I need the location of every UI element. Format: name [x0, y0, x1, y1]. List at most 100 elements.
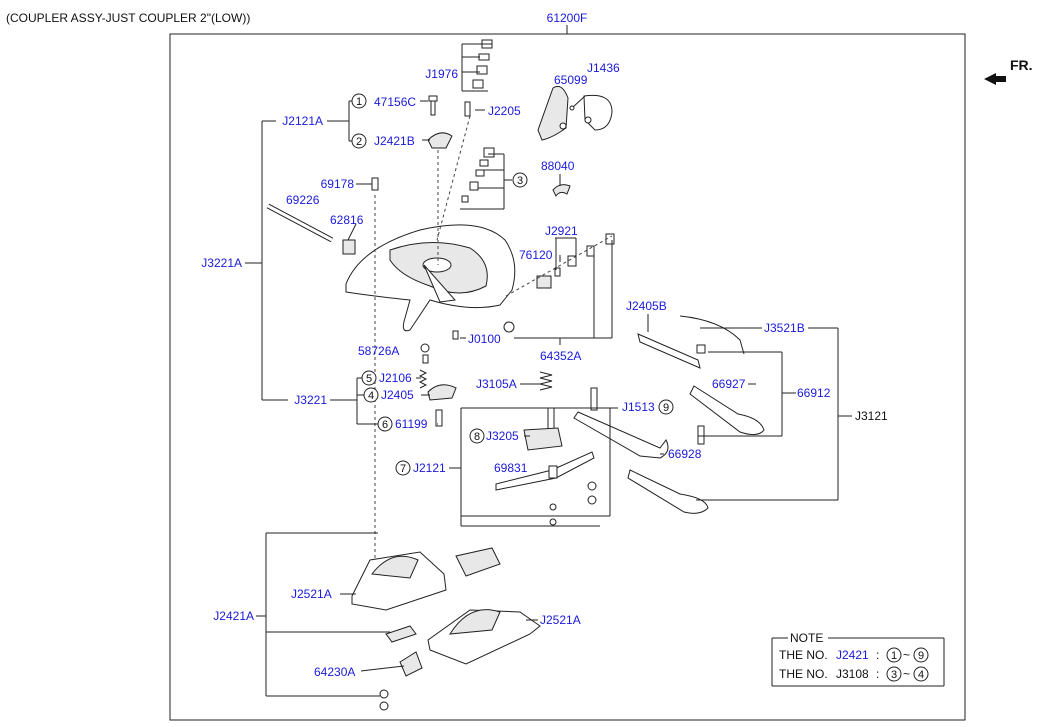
- part-61200F[interactable]: 61200F: [547, 11, 588, 25]
- bolt-j1513: [590, 387, 598, 411]
- cover-plate: [537, 85, 613, 141]
- bolt-stack-3: [460, 147, 512, 210]
- svg-text:2: 2: [356, 136, 362, 148]
- note-row1-to: 9: [918, 650, 924, 662]
- note-row2-to: 4: [918, 669, 924, 681]
- part-58726a[interactable]: 58726A: [358, 344, 399, 358]
- part-64352a[interactable]: 64352A: [540, 349, 581, 363]
- part-j1513[interactable]: J1513: [622, 400, 655, 414]
- part-64230a[interactable]: 64230A: [314, 665, 355, 679]
- part-62816[interactable]: 62816: [330, 213, 364, 227]
- circled-ref-1: [351, 93, 367, 109]
- note-row1-code[interactable]: J2421: [836, 648, 869, 662]
- part-47156c[interactable]: 47156C: [374, 95, 416, 109]
- page-title: (COUPLER ASSY-JUST COUPLER 2"(LOW)): [6, 11, 250, 25]
- leader-lines: [245, 100, 852, 697]
- part-j2205[interactable]: J2205: [488, 104, 521, 118]
- note-row1-prefix: THE NO.: [779, 648, 828, 662]
- part-j3521b[interactable]: J3521B: [764, 321, 805, 335]
- circled-ref-9: [658, 399, 674, 415]
- note-row2-from-circle: [886, 666, 902, 682]
- pad-j2421a: [385, 625, 417, 643]
- part-j2405[interactable]: J2405: [381, 388, 414, 402]
- front-arrow-icon: [984, 73, 1006, 85]
- part-66912[interactable]: 66912: [797, 386, 831, 400]
- spring-j3105a: [539, 371, 553, 391]
- part-61199[interactable]: 61199: [395, 417, 428, 431]
- part-69226[interactable]: 69226: [286, 193, 320, 207]
- part-66927[interactable]: 66927: [712, 377, 746, 391]
- svg-text:7: 7: [400, 463, 406, 475]
- part-j2121[interactable]: J2121: [413, 461, 446, 475]
- handle-assembly-66912: [627, 315, 765, 514]
- pin-47156c: [428, 95, 438, 116]
- bolt-stack-j1976: [461, 39, 493, 92]
- spring-j2106: [418, 369, 428, 389]
- front-direction-indicator: FR.: [984, 57, 1033, 85]
- linkage-j1513: [573, 411, 669, 459]
- circled-ref-7: [395, 460, 411, 476]
- bolt-69178: [371, 177, 379, 191]
- fifth-wheel-plate: [345, 224, 516, 332]
- note-row2-prefix: THE NO.: [779, 667, 828, 681]
- part-69178[interactable]: 69178: [321, 177, 355, 191]
- circled-ref-5: [361, 370, 377, 386]
- washer-58726a: [420, 343, 430, 353]
- note-row1-sep: ~: [903, 648, 910, 662]
- part-j2521a-lower[interactable]: J2521A: [540, 613, 581, 627]
- part-j3205[interactable]: J3205: [486, 429, 519, 443]
- plate-j3205: [523, 427, 563, 451]
- part-j3221[interactable]: J3221: [294, 393, 327, 407]
- bolt-j0100: [452, 330, 459, 340]
- part-65099[interactable]: 65099: [554, 73, 588, 87]
- note-row1-from-circle: [886, 647, 902, 663]
- circled-ref-2: [351, 133, 367, 149]
- part-j2405b[interactable]: J2405B: [626, 299, 667, 313]
- svg-text:8: 8: [474, 431, 480, 443]
- bracket-j2521a-lower: [427, 609, 541, 665]
- part-j2421a[interactable]: J2421A: [213, 609, 254, 623]
- part-j2921[interactable]: J2921: [545, 224, 578, 238]
- svg-text:6: 6: [382, 419, 388, 431]
- part-76120[interactable]: 76120: [519, 248, 553, 262]
- svg-text:1: 1: [356, 96, 362, 108]
- bracket-j2521a-upper: [351, 547, 501, 611]
- part-66928[interactable]: 66928: [668, 447, 702, 461]
- svg-text:9: 9: [663, 402, 669, 414]
- circled-ref-8: [469, 428, 485, 444]
- part-j3121[interactable]: J3121: [855, 409, 888, 423]
- part-j2421b[interactable]: J2421B: [374, 134, 415, 148]
- pin-61199: [435, 409, 443, 427]
- note-row2-code: J3108: [836, 667, 869, 681]
- front-label: FR.: [1010, 57, 1033, 73]
- part-j2521a-upper[interactable]: J2521A: [291, 587, 332, 601]
- part-69831[interactable]: 69831: [494, 461, 528, 475]
- nut-64352a: [503, 321, 515, 333]
- circled-ref-6: [377, 416, 393, 432]
- block-62816: [342, 239, 356, 255]
- lock-j2421b: [427, 132, 453, 149]
- note-row2-from: 3: [891, 669, 897, 681]
- circled-refs: 1 2 3 5 4 6 9 8 7: [351, 93, 674, 476]
- lever-j2405: [427, 384, 457, 401]
- circled-ref-3: [512, 172, 528, 188]
- note-row1-from: 1: [891, 650, 897, 662]
- part-j2121a[interactable]: J2121A: [282, 114, 323, 128]
- svg-text:5: 5: [366, 373, 372, 385]
- part-j0100[interactable]: J0100: [468, 332, 501, 346]
- svg-text:3: 3: [517, 175, 523, 187]
- part-88040[interactable]: 88040: [541, 159, 575, 173]
- note-row2-sep: ~: [903, 667, 910, 681]
- part-j3221a[interactable]: J3221A: [201, 256, 242, 270]
- note-box: NOTE THE NO. J2421 : 1 ~ 9 THE NO. J3108…: [771, 631, 945, 687]
- part-j2106[interactable]: J2106: [379, 371, 412, 385]
- note-row1-to-circle: [913, 647, 929, 663]
- spring-assembly-76120: [505, 233, 615, 297]
- part-j1436[interactable]: J1436: [587, 61, 620, 75]
- part-j1976[interactable]: J1976: [425, 67, 458, 81]
- circled-ref-4: [363, 387, 379, 403]
- note-row2-colon: :: [876, 667, 879, 681]
- part-j3105a[interactable]: J3105A: [476, 377, 517, 391]
- svg-text:4: 4: [368, 390, 374, 402]
